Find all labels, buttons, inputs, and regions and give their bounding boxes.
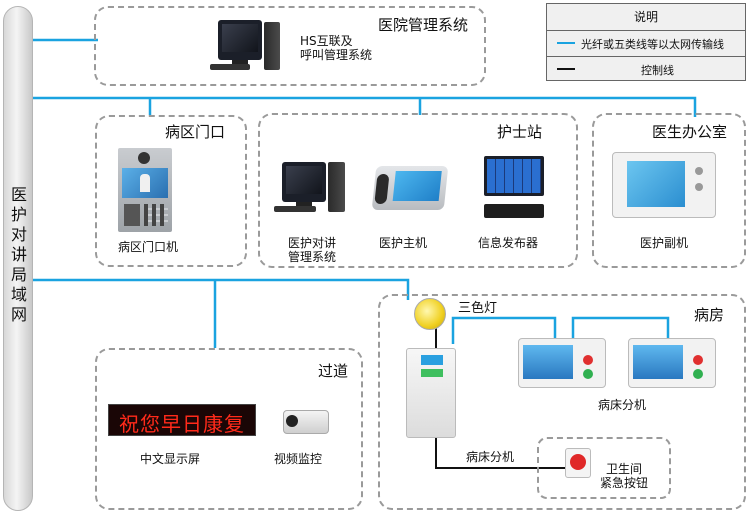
camera-icon: [283, 410, 329, 434]
keypad-icon: [144, 204, 168, 226]
bathroom-label-1: 卫生间: [606, 462, 643, 476]
bed-screen-1: [523, 345, 573, 379]
bed-screen-2: [633, 345, 683, 379]
camera-lens-icon: [138, 152, 150, 164]
led-display: 祝您早日康复: [108, 404, 256, 436]
keyboard-icon: [210, 64, 250, 70]
hs-system-label-1: HS互联及: [300, 34, 353, 48]
pc-monitor-icon: [282, 162, 326, 202]
nurse-station-box: [258, 113, 578, 268]
doctor-office-box: [592, 113, 746, 268]
nurse-station-title: 护士站: [497, 123, 543, 141]
door-screen: [122, 168, 168, 198]
led-display-label: 中文显示屏: [140, 452, 201, 466]
ward-door-terminal: [406, 348, 456, 438]
ward-door-title: 病区门口: [165, 123, 226, 141]
legend-swatch-black: [557, 68, 575, 70]
pc-tower-icon: [264, 22, 280, 70]
backbone-label: 医护对讲局域网: [10, 185, 27, 324]
camera-label: 视频监控: [274, 452, 323, 466]
doctor-office-title: 医生办公室: [652, 123, 728, 141]
master-station-label: 医护主机: [379, 236, 428, 250]
person-icon: [140, 174, 150, 192]
card-reader-icon: [124, 204, 140, 226]
call-button-red-icon: [693, 355, 703, 365]
ward-door-box: [95, 115, 247, 267]
bathroom-box: [537, 437, 671, 499]
tri-color-lamp-icon: [414, 298, 446, 330]
tri-color-lamp-label: 三色灯: [458, 301, 498, 316]
handset-icon: [374, 174, 390, 204]
legend: 说明 光纤或五类线等以太网传输线 控制线: [546, 3, 746, 81]
emergency-button-device: [565, 448, 591, 478]
legend-swatch-blue: [557, 42, 575, 44]
hs-system-label-2: 呼叫管理系统: [300, 48, 373, 62]
legend-item-ethernet: 光纤或五类线等以太网传输线: [547, 30, 745, 56]
nurse-master-station: [371, 166, 449, 210]
bed-extension-label: 病床分机: [466, 450, 515, 464]
info-display-monitor: [484, 156, 544, 196]
lan-backbone: 医护对讲局域网: [3, 6, 33, 511]
info-screen: [487, 159, 541, 193]
call-button-red-icon: [583, 355, 593, 365]
info-publisher-label: 信息发布器: [478, 236, 539, 250]
pc-tower-icon: [328, 162, 345, 212]
master-screen: [392, 171, 442, 201]
pc-monitor-icon: [218, 20, 262, 60]
keyboard-icon: [274, 206, 316, 212]
ward-room-title: 病房: [694, 306, 725, 324]
doctor-sub-station: [612, 152, 716, 218]
sub-station-label: 医护副机: [640, 236, 689, 250]
bed-terminal-1: [518, 338, 606, 388]
nurse-system-label-2: 管理系统: [288, 250, 337, 264]
bathroom-label-2: 紧急按钮: [600, 476, 649, 490]
corridor-box: [95, 348, 363, 510]
legend-header: 说明: [633, 10, 658, 24]
corridor-title: 过道: [318, 362, 349, 380]
call-button-green-icon: [693, 369, 703, 379]
hospital-management-title: 医院管理系统: [378, 16, 469, 34]
nurse-system-label-1: 医护对讲: [288, 236, 337, 250]
door-device-label: 病区门口机: [118, 240, 179, 254]
ward-room-box: [378, 294, 746, 510]
info-publisher-box: [484, 204, 544, 218]
door-intercom-device: [118, 148, 172, 232]
sub-station-screen: [627, 161, 685, 207]
led-display-text: 祝您早日康复: [119, 412, 245, 436]
call-button-green-icon: [583, 369, 593, 379]
hospital-management-box: [94, 6, 486, 86]
bed-terminal-label: 病床分机: [598, 398, 647, 412]
emergency-button-icon: [570, 454, 586, 470]
bed-terminal-2: [628, 338, 716, 388]
legend-item-control: 控制线: [547, 56, 745, 82]
